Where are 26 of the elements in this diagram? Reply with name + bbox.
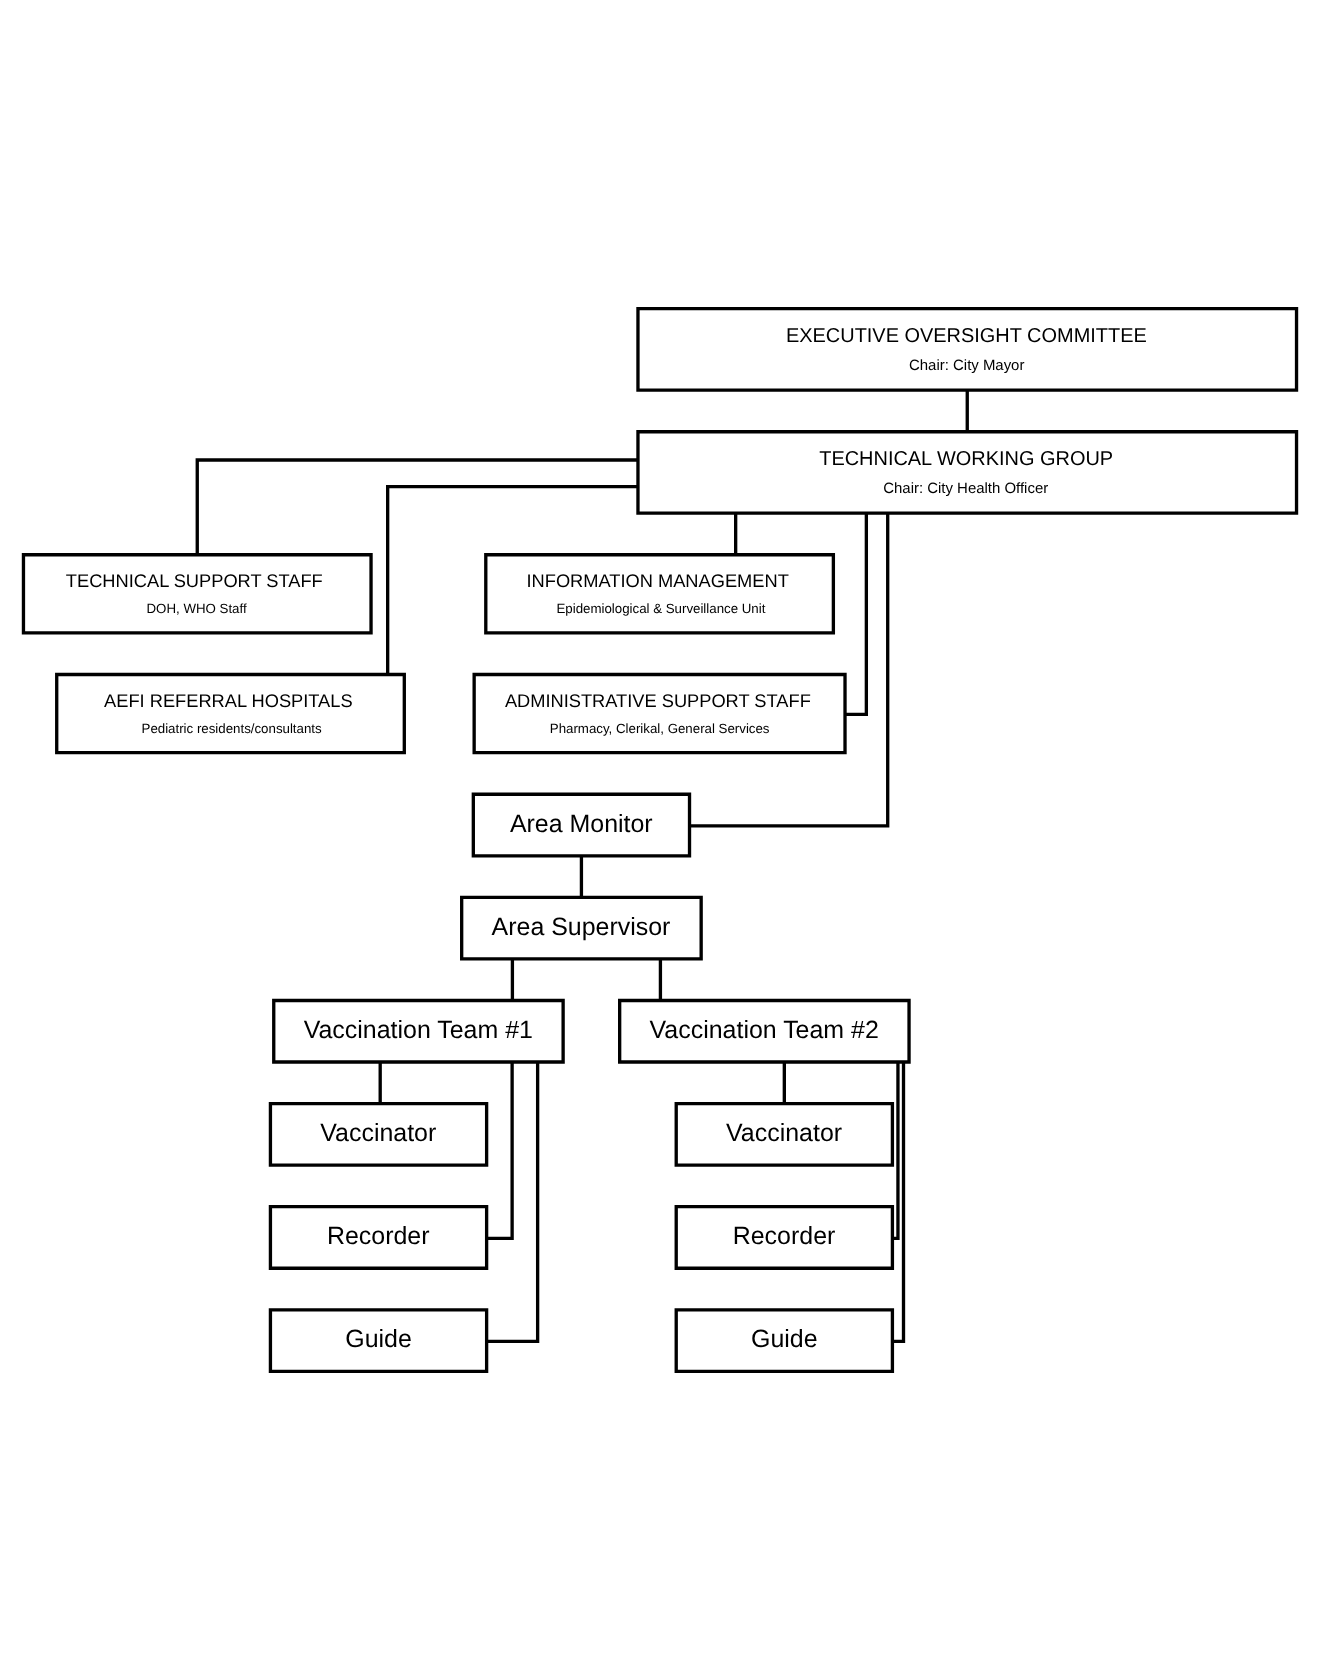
node-box: Vaccination Team #1 [272,998,565,1064]
node-box: EXECUTIVE OVERSIGHT COMMITTEE Chair: City Mayor [636,307,1299,392]
connector [845,513,868,717]
node-box: Area Supervisor [460,895,703,961]
node-box: Guide [674,1308,895,1373]
connector [965,390,969,432]
node-box: Vaccinator [674,1101,895,1167]
connector [734,513,738,555]
node-box: Vaccination Team #2 [618,998,911,1064]
connector [892,1062,900,1240]
connector [892,1062,906,1344]
connector [195,458,638,555]
connector [510,959,515,1001]
connector [658,959,663,1001]
connector [782,1062,786,1104]
connector [579,855,584,898]
connector [386,484,638,675]
node-box: Recorder [268,1205,489,1270]
node-box: Recorder [674,1205,895,1270]
connector [378,1062,382,1104]
node-box: TECHNICAL WORKING GROUP Chair: City Health Officer [636,430,1299,515]
connector [689,513,890,828]
connector [486,1062,540,1344]
node-box: Guide [268,1308,489,1373]
node-box: Vaccinator [268,1101,489,1167]
node-box: Area Monitor [471,792,692,858]
